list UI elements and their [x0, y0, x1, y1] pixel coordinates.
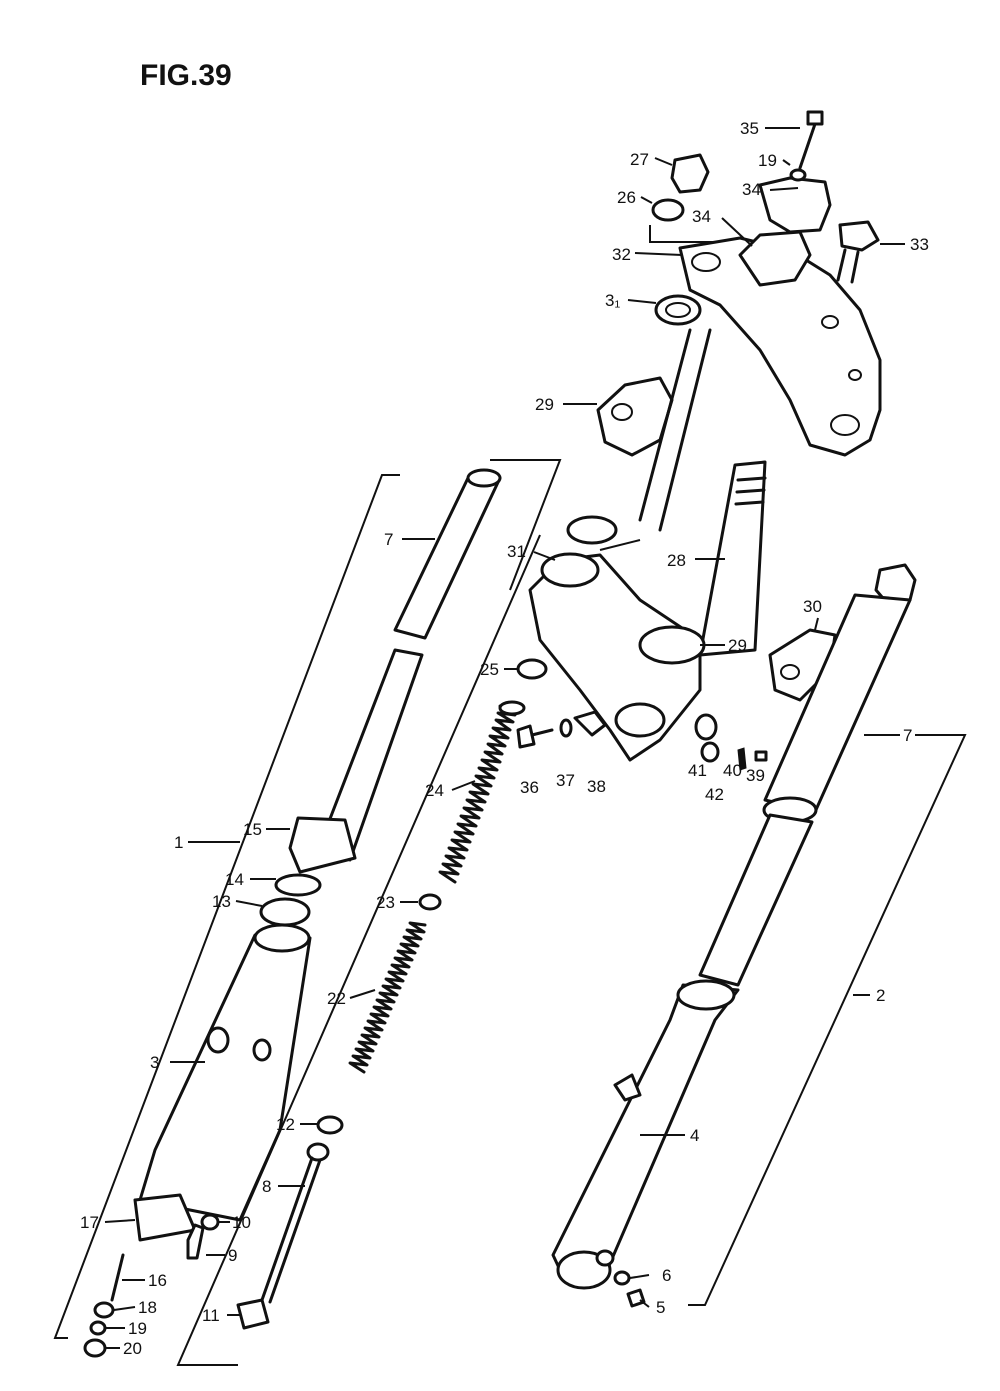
callout-19-lower: 19 [128, 1319, 147, 1338]
callout-38: 38 [587, 777, 606, 796]
callout-40: 40 [723, 761, 742, 780]
callout-23: 24 [425, 781, 444, 800]
callout-21: 22 [327, 989, 346, 1008]
callout-36: 36 [520, 778, 539, 797]
figure-title: FIG.39 [140, 59, 232, 92]
callout-35: 35 [740, 119, 759, 138]
callout-27: 28 [667, 551, 686, 570]
callout-41: 41 [688, 761, 707, 780]
assembly-brackets [53, 225, 967, 1366]
callout-9: 9 [228, 1246, 237, 1265]
callout-10: 10 [232, 1213, 251, 1232]
callout-19: 19 [758, 151, 777, 170]
callout-13: 13 [212, 892, 231, 911]
callout-3: 3 [150, 1053, 159, 1072]
callout-28: 29 [728, 636, 747, 655]
callout-7-right: 7 [903, 726, 912, 745]
callout-17: 17 [80, 1213, 99, 1232]
callout-leaders [104, 127, 905, 1349]
callout-15: 15 [243, 820, 262, 839]
callout-11: 11 [202, 1306, 220, 1325]
callout-16: 16 [148, 1271, 167, 1290]
callout-42: 42 [705, 785, 724, 804]
callout-34-lower: 34 [692, 207, 711, 226]
callout-39: 39 [746, 766, 765, 785]
right-fork-tube-part [551, 563, 917, 1308]
callout-12: 12 [276, 1115, 295, 1134]
steering-stem-part [516, 460, 837, 771]
callout-24: 25 [480, 660, 499, 679]
callout-2: 2 [876, 986, 885, 1005]
callout-30: 30 [803, 597, 822, 616]
callout-5: 5 [656, 1298, 665, 1317]
callout-1: 1 [174, 833, 183, 852]
callout-18: 18 [138, 1298, 157, 1317]
callout-31-upper: 3₁ [605, 291, 620, 310]
callout-32: 32 [612, 245, 631, 264]
callout-29: 29 [535, 395, 554, 414]
left-fork-tube-part [83, 468, 502, 1358]
callout-31-lower: 31 [507, 542, 526, 561]
callout-34-upper: 34 [742, 180, 761, 199]
callout-22: 23 [376, 893, 395, 912]
fork-springs-part [236, 700, 526, 1330]
callout-6: 6 [662, 1266, 671, 1285]
upper-bracket-part [651, 110, 882, 457]
callout-labels: 35 19 34 27 26 34 32 33 3₁ 29 7 31 28 30… [80, 119, 929, 1358]
callout-33: 33 [910, 235, 929, 254]
callout-20: 20 [123, 1339, 142, 1358]
callout-25: 26 [617, 188, 636, 207]
callout-7-left: 7 [384, 530, 393, 549]
headlight-bracket-part [566, 328, 712, 545]
callout-8: 8 [262, 1177, 271, 1196]
callout-4: 4 [690, 1126, 699, 1145]
callout-37: 37 [556, 771, 575, 790]
callout-26: 27 [630, 150, 649, 169]
callout-14: 14 [225, 870, 244, 889]
